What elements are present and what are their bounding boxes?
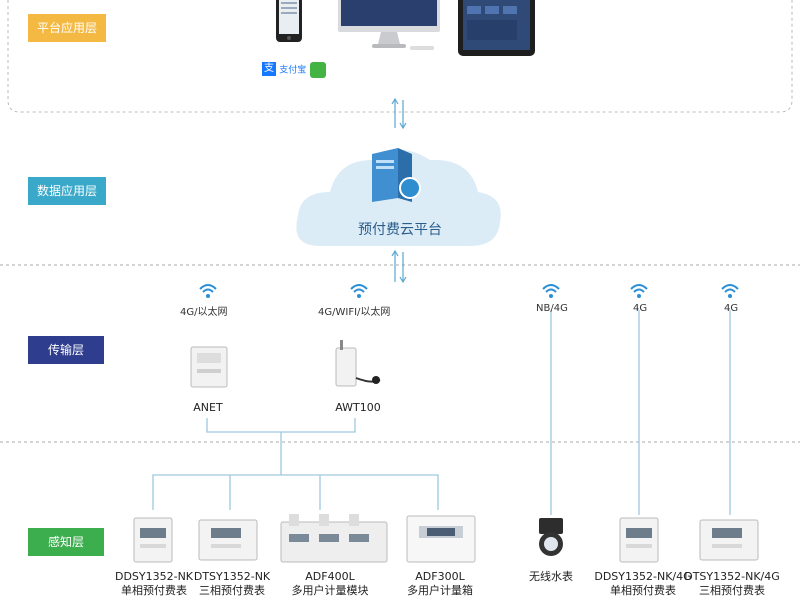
device-label: DTSY1352-NK 三相预付费表	[186, 570, 278, 598]
anet-gateway-image	[190, 346, 228, 388]
phone-icon	[276, 0, 302, 42]
single-phase-4g-meter-image	[619, 517, 659, 563]
device-desc: 单相预付费表	[121, 584, 187, 597]
layer-label-sensing: 感知层	[28, 528, 104, 556]
device-label: DDSY1352-NK/4G 单相预付费表	[593, 570, 693, 598]
wifi-icon	[199, 284, 217, 298]
device-model: DDSY1352-NK	[114, 570, 194, 583]
cloud-platform-label: 预付费云平台	[358, 222, 442, 238]
adf400l-module-image	[280, 514, 388, 563]
wifi-icon	[350, 284, 368, 298]
device-model: DTSY1352-NK	[193, 570, 271, 583]
alipay-logo-text: 支付宝	[279, 65, 307, 76]
device-desc: 无线水表	[529, 570, 573, 583]
device-label: ADF400L 多用户计量模块	[284, 570, 376, 598]
alipay-icon: 支	[262, 62, 276, 76]
layer-label-transmission: 传输层	[28, 336, 104, 364]
gateway-connector	[152, 310, 731, 515]
wifi-icon	[542, 284, 560, 298]
layer-label-platform: 平台应用层	[28, 14, 106, 42]
device-desc: 单相预付费表	[610, 584, 676, 597]
device-label: 无线水表	[515, 570, 587, 584]
device-label: DTSY1352-NK/4G 三相预付费表	[682, 570, 782, 598]
adf300l-box-image	[406, 515, 476, 563]
device-model: DTSY1352-NK/4G	[684, 570, 780, 583]
layer-label-data: 数据应用层	[28, 177, 106, 205]
device-label: DDSY1352-NK 单相预付费表	[108, 570, 200, 598]
network-label: 4G/以太网	[180, 307, 228, 318]
arrows-top	[391, 97, 407, 130]
three-phase-4g-meter-image	[699, 519, 759, 561]
device-model: DDSY1352-NK/4G	[594, 570, 692, 583]
device-desc: 三相预付费表	[199, 584, 265, 597]
alipay-logo: 支 支付宝	[262, 62, 306, 76]
wifi-icon	[630, 284, 648, 298]
water-meter-image	[539, 518, 563, 556]
arrows-bottom	[391, 249, 407, 284]
network-label: 4G	[633, 303, 648, 314]
device-label: ADF300L 多用户计量箱	[394, 570, 486, 598]
network-label: 4G/WIFI/以太网	[318, 307, 391, 318]
device-model: ADF400L	[305, 570, 355, 583]
wechat-icon	[310, 62, 326, 78]
gateway-label: AWT100	[335, 401, 381, 414]
single-phase-meter-image	[133, 517, 173, 563]
server-icon	[372, 148, 421, 202]
awt100-gateway-image	[335, 340, 381, 387]
three-phase-meter-image	[198, 519, 258, 561]
wifi-icon	[721, 284, 739, 298]
device-model: ADF300L	[415, 570, 465, 583]
device-desc: 多用户计量箱	[407, 584, 473, 597]
gateway-label: ANET	[193, 401, 223, 414]
device-desc: 三相预付费表	[699, 584, 765, 597]
desktop-monitor-icon	[338, 0, 440, 50]
platform-frame	[7, 0, 793, 113]
device-desc: 多用户计量模块	[291, 584, 369, 597]
network-label: 4G	[724, 303, 739, 314]
tablet-icon	[458, 0, 535, 56]
network-label: NB/4G	[536, 303, 568, 314]
